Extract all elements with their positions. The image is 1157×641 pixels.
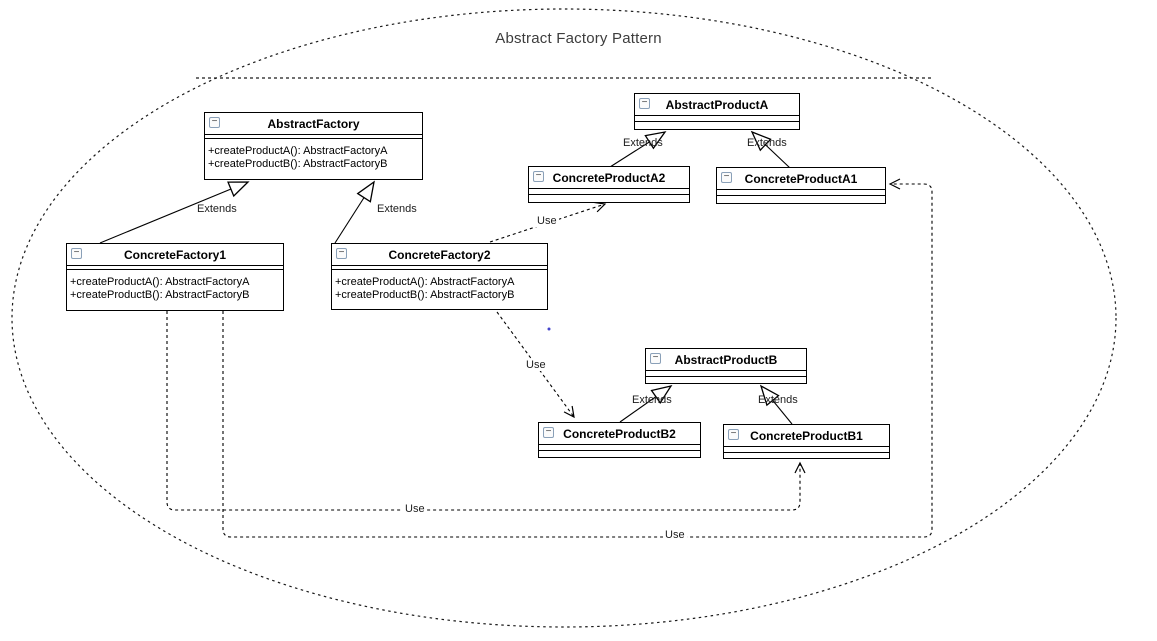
edge-extends-cpa2-apa — [609, 131, 667, 168]
collapse-icon[interactable]: − — [71, 248, 82, 259]
class-abstract-product-a[interactable]: − AbstractProductA — [634, 93, 800, 130]
collapse-icon[interactable]: − — [209, 117, 220, 128]
class-name: ConcreteFactory1 — [123, 247, 227, 262]
class-concrete-factory2[interactable]: − ConcreteFactory2 +createProductA(): Ab… — [331, 243, 548, 310]
collapse-icon[interactable]: − — [650, 353, 661, 364]
class-name: ConcreteProductA2 — [552, 170, 666, 185]
empty-compartment — [646, 371, 806, 377]
empty-compartment — [717, 190, 885, 196]
methods-compartment: +createProductA(): AbstractFactoryA +cre… — [205, 139, 422, 170]
method-line: +createProductA(): AbstractFactoryA — [70, 276, 250, 288]
edge-label-extends: Extends — [747, 137, 787, 149]
compartment-separator — [205, 135, 422, 139]
edge-label-use: Use — [403, 503, 427, 515]
collapse-icon[interactable]: − — [728, 429, 739, 440]
empty-compartment — [635, 122, 799, 127]
empty-compartment — [529, 189, 689, 195]
edge-extends-cpb2-apb — [619, 385, 673, 423]
empty-compartment — [539, 451, 700, 456]
edge-label-use: Use — [524, 359, 548, 371]
edge-label-extends: Extends — [758, 394, 798, 406]
class-title-bar: − AbstractProductA — [635, 94, 799, 116]
class-title-bar: − ConcreteProductB1 — [724, 425, 889, 447]
empty-compartment — [635, 116, 799, 122]
method-line: +createProductB(): AbstractFactoryB — [208, 157, 388, 170]
system-boundary-ellipse — [11, 8, 1117, 628]
class-title-bar: − ConcreteProductA2 — [529, 167, 689, 189]
collapse-icon[interactable]: − — [639, 98, 650, 109]
method-line: +createProductA(): AbstractFactoryA — [208, 145, 388, 157]
compartment-separator — [67, 266, 283, 270]
edge-label-extends: Extends — [377, 203, 417, 215]
edge-label-extends: Extends — [197, 203, 237, 215]
methods-compartment: +createProductA(): AbstractFactoryA +cre… — [332, 270, 547, 301]
empty-compartment — [724, 447, 889, 453]
class-name: ConcreteProductB1 — [750, 428, 863, 443]
edge-use-cf2-cpb2 — [496, 311, 575, 419]
class-title-bar: − AbstractProductB — [646, 349, 806, 371]
edge-extends-cf1-af — [99, 181, 250, 244]
class-abstract-factory[interactable]: − AbstractFactory +createProductA(): Abs… — [204, 112, 423, 180]
collapse-icon[interactable]: − — [721, 172, 732, 183]
diagram-title: Abstract Factory Pattern — [495, 30, 662, 47]
compartment-separator — [332, 266, 547, 270]
stray-dot — [547, 327, 551, 331]
class-name: ConcreteFactory2 — [388, 247, 491, 262]
edge-extends-cpa1-apa — [750, 130, 791, 169]
class-title-bar: − ConcreteFactory2 — [332, 244, 547, 266]
class-concrete-product-a2[interactable]: − ConcreteProductA2 — [528, 166, 690, 203]
edge-use-cf1-cpa1 — [222, 178, 933, 538]
class-concrete-product-b1[interactable]: − ConcreteProductB1 — [723, 424, 890, 459]
class-concrete-factory1[interactable]: − ConcreteFactory1 +createProductA(): Ab… — [66, 243, 284, 311]
empty-compartment — [724, 453, 889, 458]
class-name: AbstractProductA — [665, 97, 769, 112]
empty-compartment — [717, 196, 885, 201]
method-line: +createProductB(): AbstractFactoryB — [335, 288, 515, 301]
method-line: +createProductB(): AbstractFactoryB — [70, 288, 250, 301]
class-title-bar: − ConcreteProductA1 — [717, 168, 885, 190]
class-concrete-product-b2[interactable]: − ConcreteProductB2 — [538, 422, 701, 458]
edge-label-use: Use — [663, 529, 687, 541]
class-title-bar: − AbstractFactory — [205, 113, 422, 135]
empty-compartment — [529, 195, 689, 200]
edge-extends-cpb1-apb — [759, 384, 793, 425]
method-line: +createProductA(): AbstractFactoryA — [335, 276, 515, 288]
edge-label-extends: Extends — [623, 137, 663, 149]
collapse-icon[interactable]: − — [336, 248, 347, 259]
edge-label-use: Use — [535, 215, 559, 227]
class-title-bar: − ConcreteProductB2 — [539, 423, 700, 445]
edge-use-cf1-cpb1 — [166, 311, 806, 511]
class-title-bar: − ConcreteFactory1 — [67, 244, 283, 266]
class-concrete-product-a1[interactable]: − ConcreteProductA1 — [716, 167, 886, 204]
empty-compartment — [539, 445, 700, 451]
class-name: ConcreteProductB2 — [563, 426, 676, 441]
collapse-icon[interactable]: − — [543, 427, 554, 438]
class-name: AbstractProductB — [674, 352, 778, 367]
empty-compartment — [646, 377, 806, 382]
class-name: AbstractFactory — [267, 116, 360, 131]
class-abstract-product-b[interactable]: − AbstractProductB — [645, 348, 807, 384]
class-name: ConcreteProductA1 — [744, 171, 858, 186]
edge-label-extends: Extends — [632, 394, 672, 406]
methods-compartment: +createProductA(): AbstractFactoryA +cre… — [67, 270, 283, 301]
collapse-icon[interactable]: − — [533, 171, 544, 182]
edge-extends-cf2-af — [334, 180, 375, 244]
